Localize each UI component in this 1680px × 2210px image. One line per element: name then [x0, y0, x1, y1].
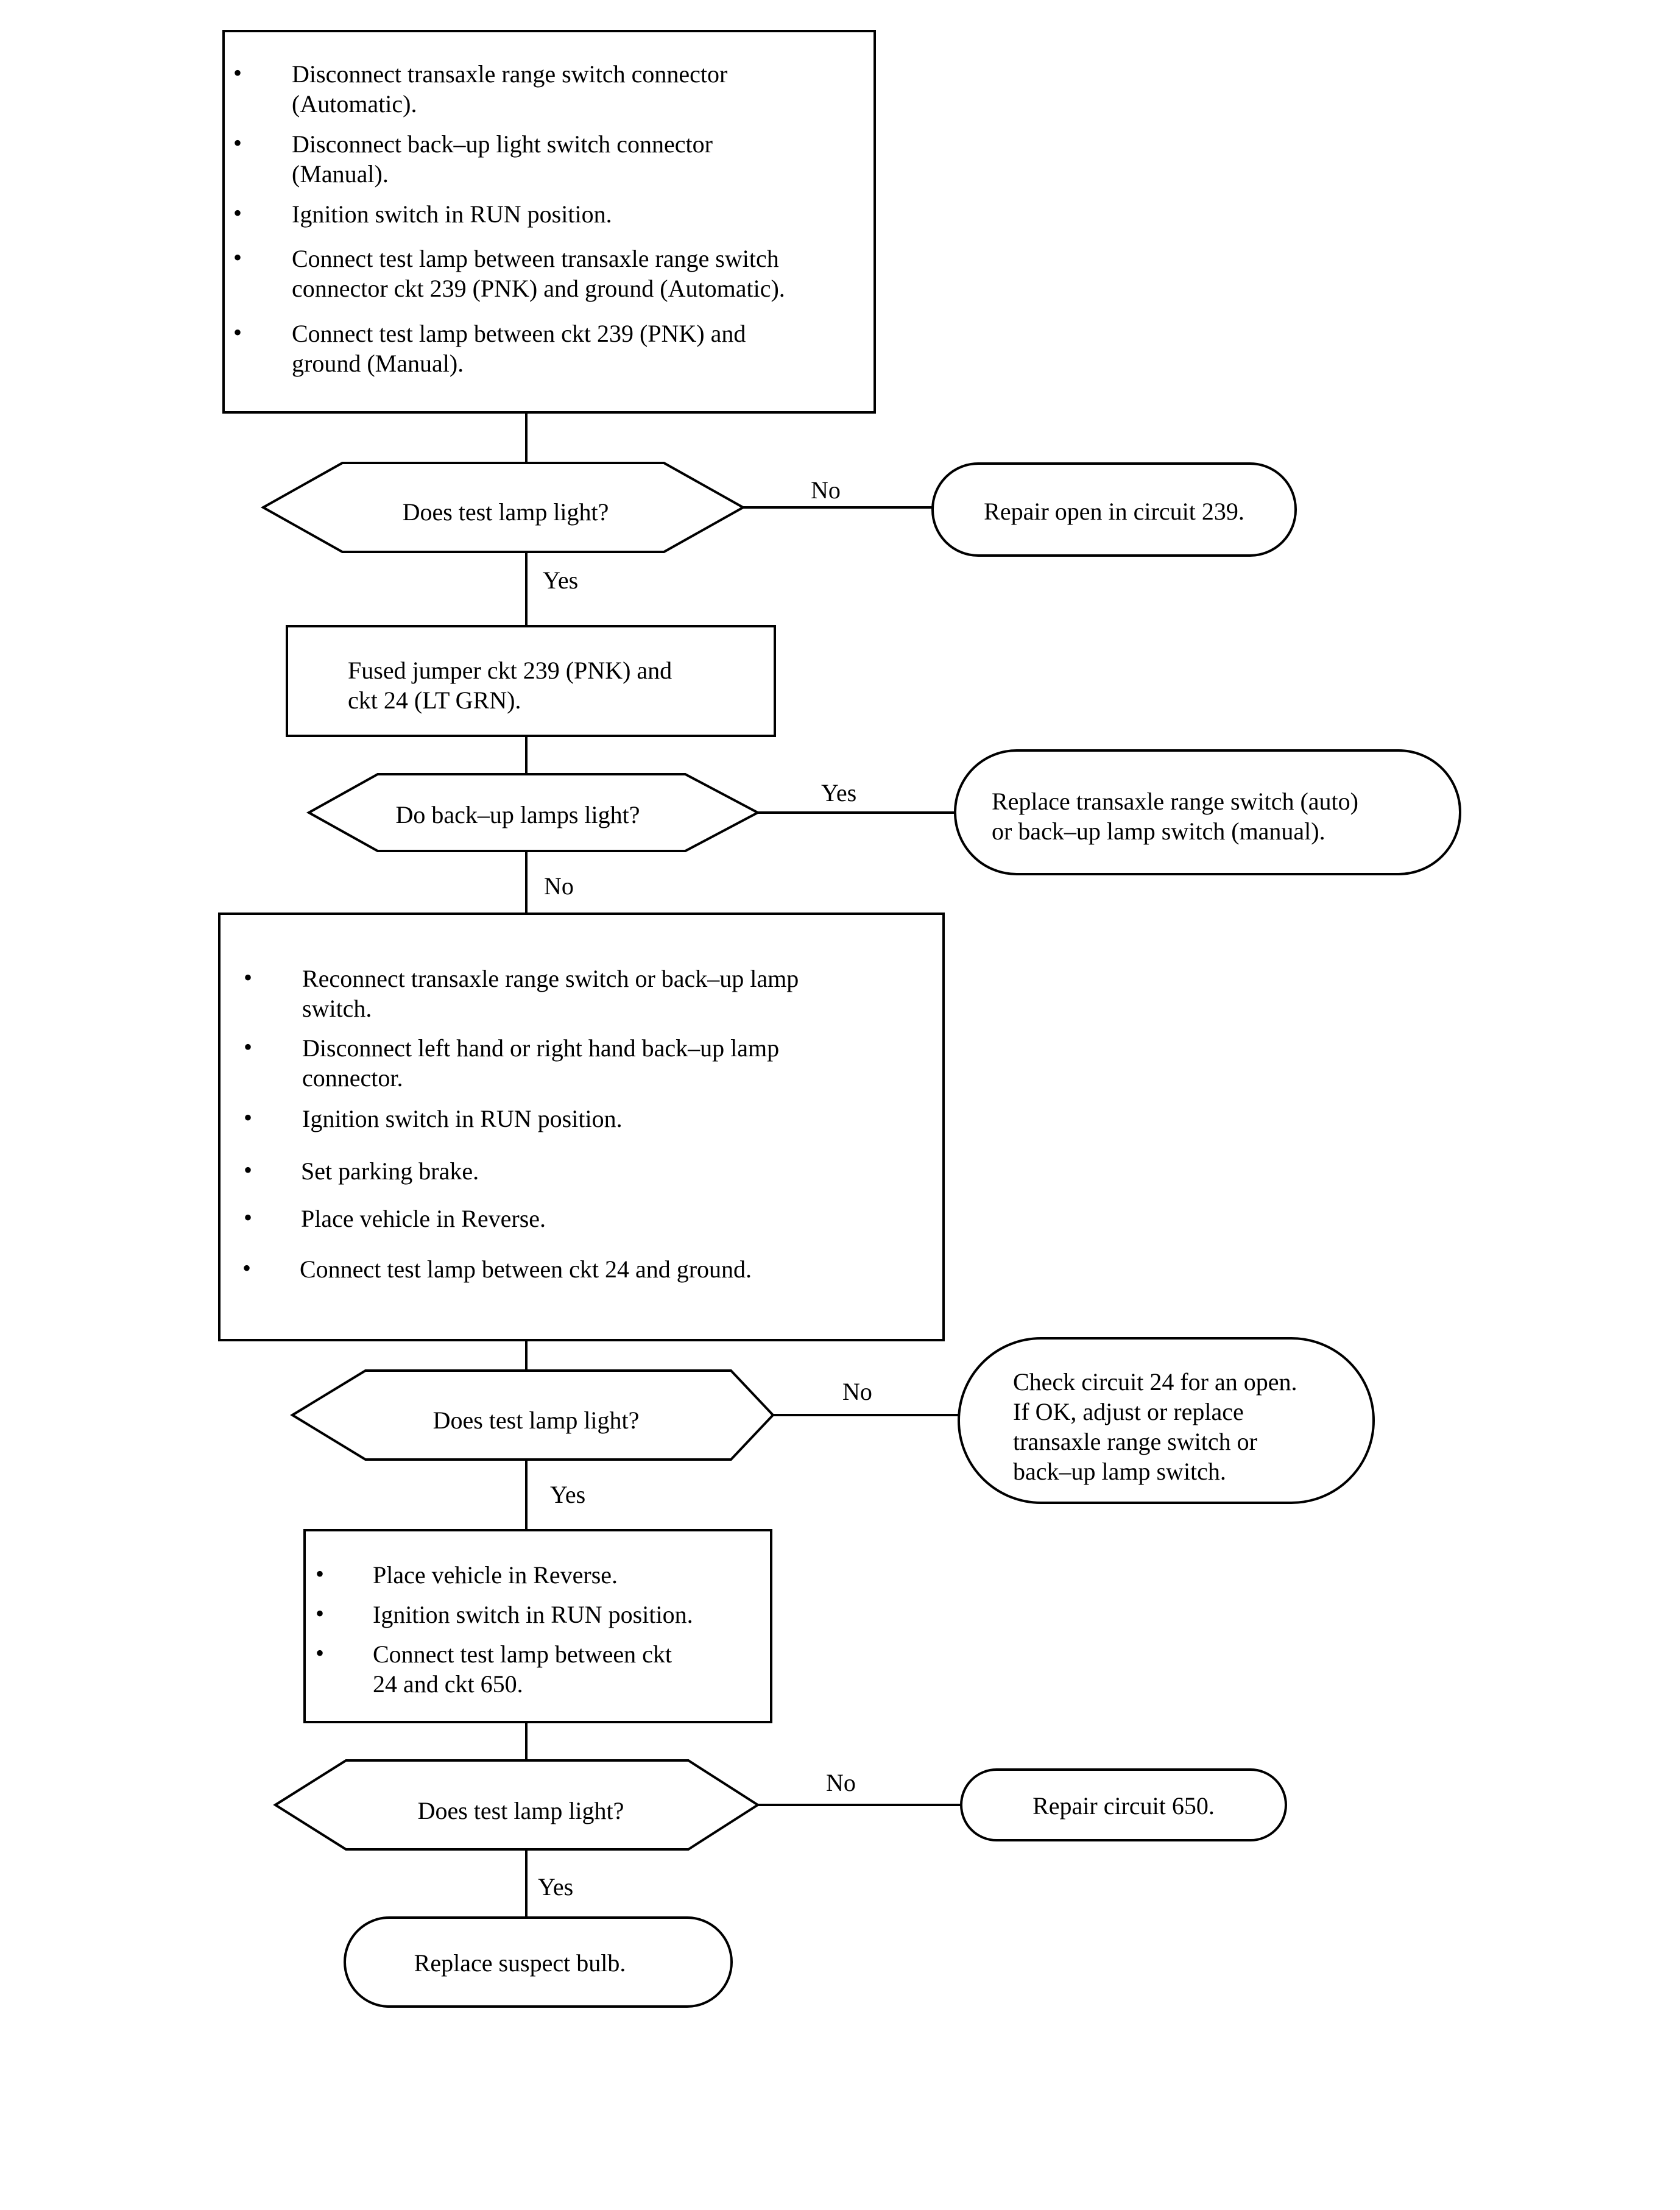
bullet: •	[244, 1104, 253, 1131]
decision-3-no-label: No	[842, 1378, 872, 1405]
bullet: •	[233, 319, 242, 346]
process-box-3	[218, 913, 945, 1341]
box4-bullet-1: Place vehicle in Reverse.	[373, 1561, 618, 1589]
box1-bullet-4: Connect test lamp between transaxle rang…	[292, 245, 785, 302]
bullet: •	[242, 1254, 252, 1282]
decision-4-no-label: No	[826, 1769, 856, 1796]
decision-1-yes-label: Yes	[543, 567, 579, 594]
decision-2-text: Do back–up lamps light?	[395, 801, 640, 828]
box4-bullet-2: Ignition switch in RUN position.	[373, 1601, 693, 1628]
decision-3-yes-label: Yes	[550, 1481, 586, 1508]
box3-bullet-4: Set parking brake.	[301, 1157, 479, 1185]
terminal-2-shape	[954, 749, 1461, 875]
bullet: •	[233, 199, 242, 227]
bullet: •	[233, 129, 242, 157]
bullet: •	[244, 964, 253, 991]
process-box-2	[286, 625, 776, 737]
box1-bullet-2: Disconnect back–up light switch connecto…	[292, 130, 713, 188]
box3-bullet-3: Ignition switch in RUN position.	[302, 1105, 623, 1132]
terminal-5-text: Replace suspect bulb.	[414, 1949, 626, 1977]
process-box-2-text: Fused jumper ckt 239 (PNK) and ckt 24 (L…	[348, 657, 672, 714]
decision-2-yes-label: Yes	[821, 779, 857, 807]
terminal-5-shape	[344, 1916, 733, 2008]
bullet: •	[316, 1639, 325, 1667]
box1-bullet-3: Ignition switch in RUN position.	[292, 200, 612, 228]
terminal-1-text: Repair open in circuit 239.	[984, 498, 1244, 525]
process-box-1	[222, 30, 876, 414]
terminal-3-shape	[958, 1337, 1375, 1504]
decision-1-text: Does test lamp light?	[402, 498, 609, 526]
bullet: •	[244, 1204, 253, 1231]
box1-bullet-1: Disconnect transaxle range switch connec…	[292, 60, 728, 118]
box1-bullet-5: Connect test lamp between ckt 239 (PNK) …	[292, 320, 746, 377]
box3-bullet-2: Disconnect left hand or right hand back–…	[302, 1034, 780, 1092]
bullet: •	[316, 1600, 325, 1627]
decision-2-no-label: No	[544, 872, 574, 900]
process-box-4	[303, 1529, 772, 1723]
terminal-3-text: Check circuit 24 for an open. If OK, adj…	[1013, 1368, 1297, 1485]
terminal-1-shape	[931, 462, 1297, 557]
bullet: •	[316, 1560, 325, 1587]
bullet: •	[244, 1156, 253, 1184]
decision-1-no-label: No	[811, 476, 841, 504]
terminal-4-text: Repair circuit 650.	[1032, 1792, 1215, 1820]
decision-4-text: Does test lamp light?	[417, 1797, 624, 1824]
terminal-4-shape	[960, 1768, 1287, 1841]
box4-bullet-3: Connect test lamp between ckt 24 and ckt…	[373, 1640, 672, 1698]
box3-bullet-5: Place vehicle in Reverse.	[301, 1205, 546, 1232]
bullet: •	[233, 244, 242, 271]
decision-4-yes-label: Yes	[538, 1873, 574, 1901]
terminal-2-text: Replace transaxle range switch (auto) or…	[992, 788, 1358, 845]
decision-3-text: Does test lamp light?	[432, 1407, 640, 1434]
box3-bullet-6: Connect test lamp between ckt 24 and gro…	[300, 1255, 752, 1283]
bullet: •	[244, 1033, 253, 1061]
box3-bullet-1: Reconnect transaxle range switch or back…	[302, 965, 799, 1022]
bullet: •	[233, 59, 242, 86]
